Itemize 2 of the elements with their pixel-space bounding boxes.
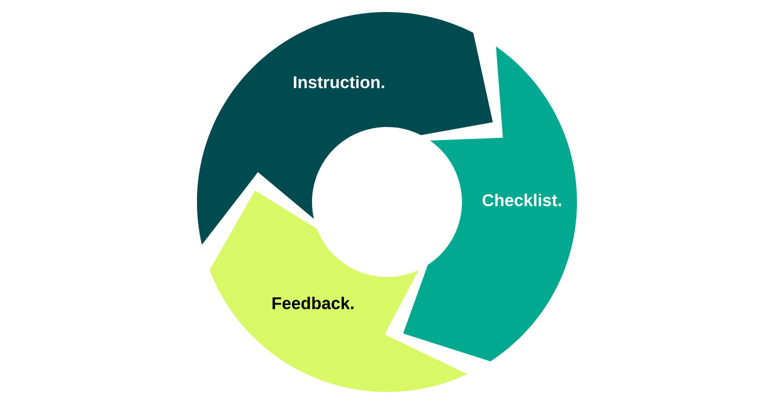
arrow-segment: Checklist.	[403, 46, 577, 362]
arrow-segment: Feedback.	[210, 190, 468, 392]
